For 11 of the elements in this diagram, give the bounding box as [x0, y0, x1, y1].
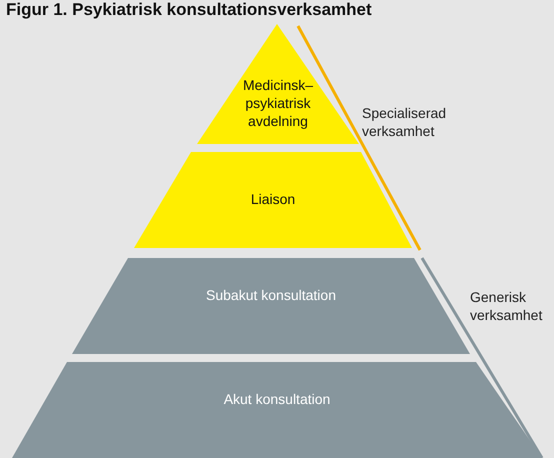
pyramid-tier	[72, 258, 470, 354]
tier-label: Liaison	[250, 190, 296, 208]
pyramid-tier	[134, 152, 412, 248]
pyramid-tier	[12, 362, 542, 458]
pyramid-tier	[197, 24, 359, 144]
tier-label: Medicinsk–psykiatrisk avdelning	[242, 76, 314, 130]
group-label: Specialiserad verksamhet	[362, 104, 448, 140]
group-label: Generisk verksamhet	[470, 288, 544, 324]
tier-label: Akut konsultation	[222, 390, 332, 408]
tier-label: Subakut konsultation	[205, 286, 337, 304]
figure-title: Figur 1. Psykiatrisk konsultationsverksamhet	[6, 0, 372, 20]
